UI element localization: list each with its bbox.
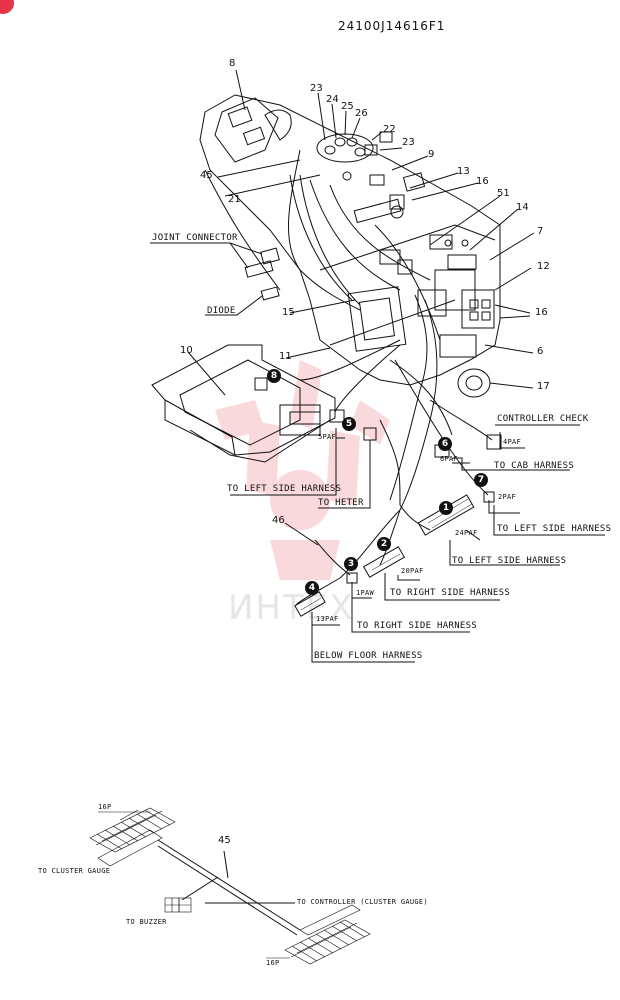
watermark-logo [215,360,390,580]
connector-16p-bottom [266,904,371,965]
ref-16: 16 [476,176,489,187]
badge-3: 3 [344,557,358,571]
ref-8: 8 [229,58,236,69]
label-13paf: 13PAF [316,615,339,623]
badge-5: 5 [342,417,356,431]
ref-21: 21 [228,194,241,205]
ref-12: 12 [537,261,550,272]
badge-1: 1 [439,501,453,515]
connector-16p-top [89,807,176,867]
badge-4: 4 [305,581,319,595]
buzzer-connector [164,897,192,913]
ref-11: 11 [279,351,292,362]
ref-15: 15 [282,307,295,318]
part-10-box [151,344,336,456]
label-4paf: 4PAF [503,438,522,446]
connector-1paw [346,572,358,584]
label-controller-check: CONTROLLER CHECK [497,414,589,424]
ref-45-bottom: 45 [218,835,231,846]
controller-box [347,286,407,352]
corner-mark-icon [0,0,14,14]
label-20paf: 20PAF [401,567,424,575]
badge-2: 2 [377,537,391,551]
label-to-left-side-harness-2: TO LEFT SIDE HARNESS [452,556,567,566]
connector-20paf [362,546,406,578]
ref-26: 26 [355,108,368,119]
badge-7: 7 [474,473,488,487]
cluster-gauge [214,97,279,163]
ref-45: 45 [200,170,213,181]
label-to-cab-harness: TO CAB HARNESS [494,461,575,471]
label-to-heter: TO HETER [318,498,364,508]
ref-14: 14 [516,202,529,213]
label-5paf: 5PAF [318,433,337,441]
ref-10: 10 [180,345,193,356]
connector-4paf [486,434,502,450]
ref-16b: 16 [535,307,548,318]
ref-23b: 23 [402,137,415,148]
ref-6: 6 [537,346,544,357]
label-to-right-side-harness-2: TO RIGHT SIDE HARNESS [357,621,478,631]
ref-17: 17 [537,381,550,392]
ref-25: 25 [341,101,354,112]
badge-8: 8 [267,369,281,383]
label-16p-bottom: 16P [266,959,280,967]
document-number: 24100J14616F1 [338,19,446,33]
label-1paw: 1PAW [356,589,375,597]
ref-51: 51 [497,188,510,199]
label-to-cluster-gauge: TO CLUSTER GAUGE [38,867,111,875]
ref-7: 7 [537,226,544,237]
label-diode: DIODE [207,306,236,316]
ref-9: 9 [428,149,435,160]
ref-13: 13 [457,166,470,177]
label-2paf: 2PAF [498,493,517,501]
label-to-right-side-harness-1: TO RIGHT SIDE HARNESS [390,588,511,598]
ref-22: 22 [383,124,396,135]
connector-13paf [294,591,326,617]
ref-24: 24 [326,94,339,105]
cable-45 [157,839,301,931]
diode [260,286,280,301]
label-16p-top: 16P [98,803,112,811]
label-joint-connector: JOINT CONNECTOR [152,233,238,243]
ref-23: 23 [310,83,323,94]
label-to-controller: TO CONTROLLER (CLUSTER GAUGE) [297,898,428,906]
ref-46: 46 [272,515,285,526]
badge-6: 6 [438,437,452,451]
label-6paf: 6PAF [440,455,459,463]
label-below-floor-harness: BELOW FLOOR HARNESS [314,651,423,661]
joint-connector-b [244,260,274,278]
connector-5paf [329,409,345,423]
label-to-buzzer: TO BUZZER [126,918,167,926]
watermark-text: ИНТЕХ [228,588,355,628]
label-24paf: 24PAF [455,529,478,537]
label-to-left-side-harness-1: TO LEFT SIDE HARNESS [497,524,612,534]
label-to-left-side-harness-3: TO LEFT SIDE HARNESS [227,484,342,494]
joint-connector-a [260,247,280,265]
